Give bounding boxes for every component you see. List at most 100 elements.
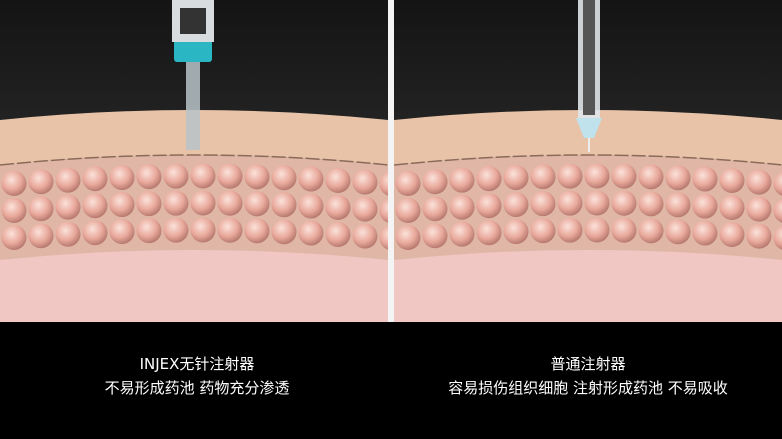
skin-cell — [503, 192, 529, 218]
skin-cell — [271, 192, 297, 218]
skin-cell — [503, 165, 529, 191]
caption-subtitle: 容易损伤组织细胞 注射形成药池 不易吸收 — [448, 379, 728, 397]
skin-cell — [1, 224, 27, 250]
skin-cell — [611, 163, 637, 189]
skin-cell — [217, 163, 243, 189]
skin-cell — [271, 219, 297, 245]
skin-boundary — [394, 154, 782, 166]
skin-cell — [584, 163, 610, 189]
skin-cell — [449, 167, 475, 193]
injex-needle-free-illustration — [0, 0, 388, 322]
skin-cell — [692, 166, 718, 192]
skin-cell — [28, 196, 54, 222]
skin-cell — [55, 221, 81, 247]
injector-collar — [174, 40, 212, 62]
caption-left: INJEX无针注射器 不易形成药池 药物充分渗透 — [0, 352, 394, 400]
skin-cell — [217, 190, 243, 216]
skin-cell — [395, 197, 421, 223]
skin-cell — [719, 167, 745, 193]
skin-cell — [325, 194, 351, 220]
skin-cell — [503, 219, 529, 245]
skin-cell — [217, 217, 243, 243]
skin-cell — [136, 164, 162, 190]
skin-cell — [136, 191, 162, 217]
skin-cell — [719, 194, 745, 220]
skin-cell — [530, 164, 556, 190]
skin-cell — [692, 193, 718, 219]
skin-cell — [449, 221, 475, 247]
skin-cell — [746, 196, 772, 222]
skin-cell — [746, 169, 772, 195]
skin-cell — [379, 199, 388, 223]
skin-cell — [746, 223, 772, 249]
skin-cell — [352, 223, 378, 249]
skin-cell — [28, 223, 54, 249]
skin-cell — [611, 217, 637, 243]
caption-title: INJEX无针注射器 — [139, 355, 255, 373]
dermis-layer — [394, 239, 782, 322]
skin-cell — [163, 163, 189, 189]
needle — [588, 138, 590, 152]
skin-cell — [109, 165, 135, 191]
skin-cell — [476, 220, 502, 246]
skin-cell — [352, 196, 378, 222]
skin-cell — [244, 191, 270, 217]
syringe-tip — [576, 118, 602, 138]
caption-right: 普通注射器 容易损伤组织细胞 注射形成药池 不易吸收 — [394, 352, 782, 400]
skin-cell — [379, 172, 388, 196]
skin-cell — [719, 221, 745, 247]
skin-cell — [82, 166, 108, 192]
syringe-plunger — [583, 0, 595, 115]
skin-cell — [190, 217, 216, 243]
skin-cell — [638, 164, 664, 190]
skin-cell — [325, 167, 351, 193]
skin-cell — [422, 223, 448, 249]
skin-cell — [109, 192, 135, 218]
skin-cell — [530, 218, 556, 244]
skin-cell — [298, 193, 324, 219]
skin-cell — [530, 191, 556, 217]
skin-cell — [1, 197, 27, 223]
skin-cell — [692, 220, 718, 246]
skin-cell — [584, 190, 610, 216]
skin-cell — [422, 169, 448, 195]
skin-cell — [773, 226, 782, 250]
skin-cell — [611, 190, 637, 216]
skin-cell — [136, 218, 162, 244]
skin-cell — [665, 219, 691, 245]
skin-cell — [665, 165, 691, 191]
skin-cell — [476, 166, 502, 192]
skin-cell — [109, 219, 135, 245]
skin-cell — [449, 194, 475, 220]
skin-cell — [298, 220, 324, 246]
panel-divider — [388, 0, 394, 322]
skin-cell — [82, 220, 108, 246]
skin-cell — [55, 167, 81, 193]
skin-cell — [395, 224, 421, 250]
caption-subtitle: 不易形成药池 药物充分渗透 — [104, 379, 290, 397]
skin-cell — [557, 190, 583, 216]
skin-cell — [557, 217, 583, 243]
skin-cell — [379, 226, 388, 250]
skin-cell — [190, 190, 216, 216]
skin-cell — [476, 193, 502, 219]
standard-syringe-illustration — [394, 0, 782, 322]
skin-cell — [55, 194, 81, 220]
skin-cell — [190, 163, 216, 189]
skin-cell — [422, 196, 448, 222]
skin-cell — [584, 217, 610, 243]
skin-cell — [325, 221, 351, 247]
skin-cross-section — [394, 0, 782, 322]
caption-title: 普通注射器 — [550, 355, 626, 373]
skin-cell — [163, 217, 189, 243]
skin-boundary — [0, 154, 388, 166]
skin-cell — [773, 199, 782, 223]
skin-cell — [638, 191, 664, 217]
skin-cell — [638, 218, 664, 244]
skin-cell — [298, 166, 324, 192]
skin-cross-section — [0, 0, 388, 322]
skin-cell — [163, 190, 189, 216]
skin-cell — [244, 164, 270, 190]
skin-cell — [82, 193, 108, 219]
injector-mechanism — [180, 8, 206, 34]
